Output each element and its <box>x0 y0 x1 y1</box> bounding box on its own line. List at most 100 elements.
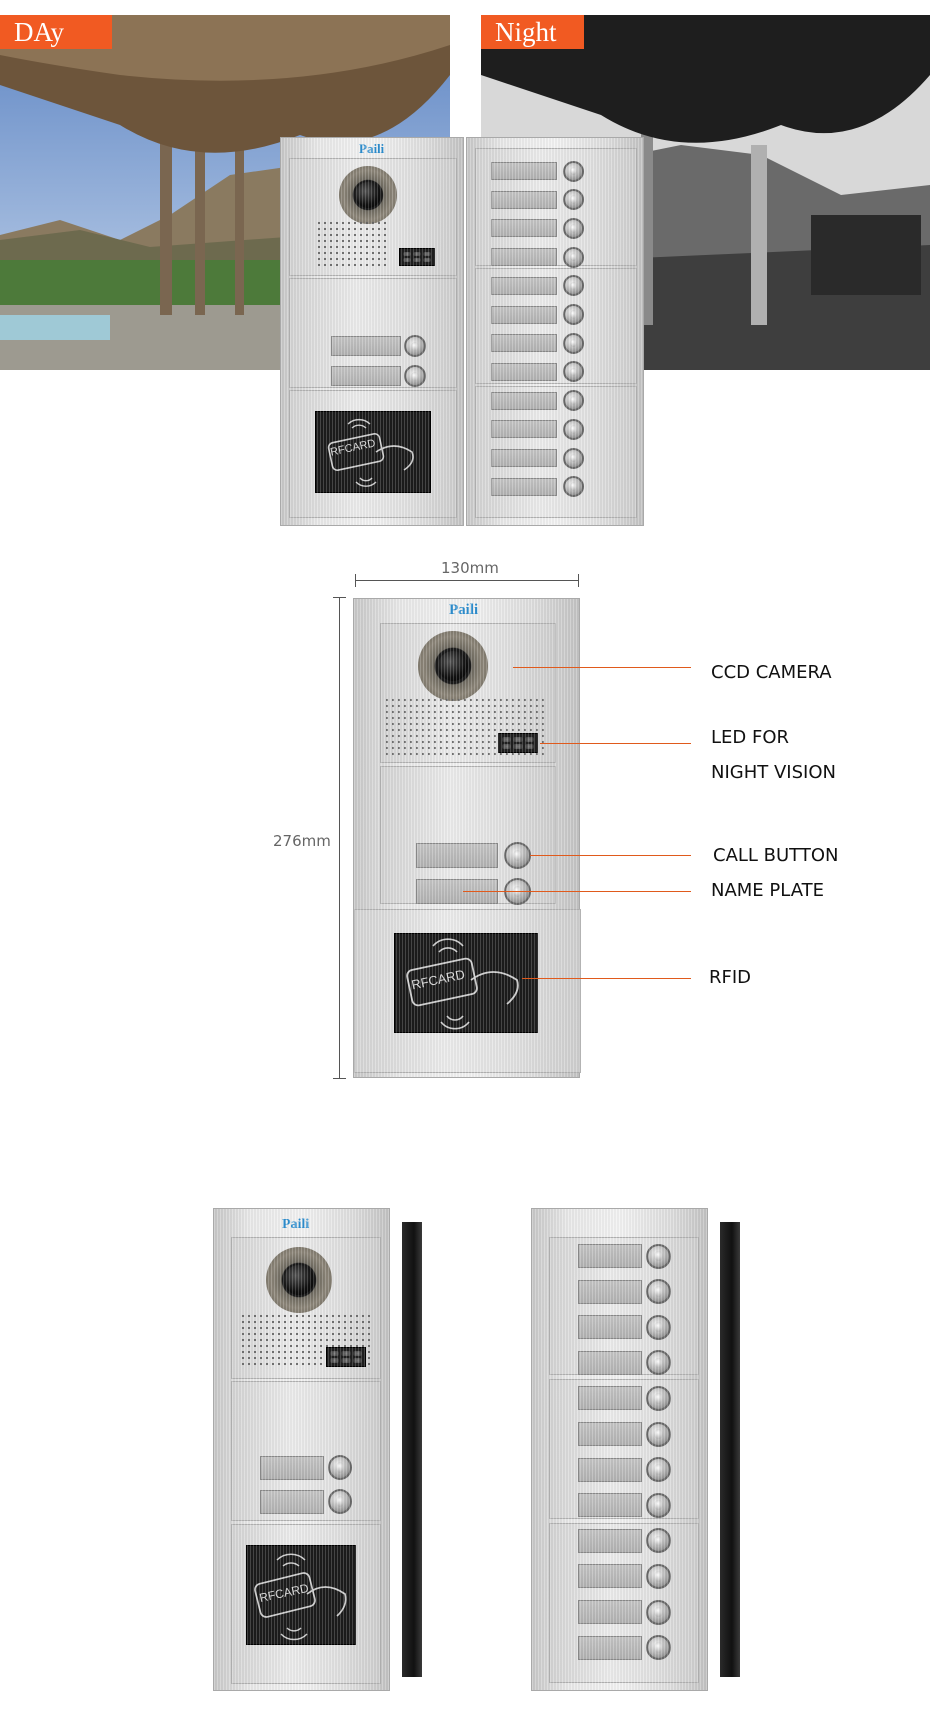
call-button[interactable] <box>646 1457 671 1483</box>
call-button[interactable] <box>646 1528 671 1554</box>
name-plate <box>491 362 557 381</box>
name-plate <box>578 1528 642 1553</box>
camera-leader-line <box>513 667 691 668</box>
dimension-tick <box>355 574 356 587</box>
name-plate <box>578 1457 642 1482</box>
camera-lens-icon <box>339 166 397 224</box>
call-button[interactable] <box>504 842 531 869</box>
dimension-tick <box>333 597 346 598</box>
name-plate <box>578 1315 642 1340</box>
rfid-reader: RFCARD <box>315 411 431 493</box>
name-plate <box>260 1490 324 1514</box>
name-plate <box>491 420 557 439</box>
call-button[interactable] <box>646 1350 671 1376</box>
call-button[interactable] <box>563 275 584 297</box>
name-plate <box>491 219 557 238</box>
led-array <box>326 1347 366 1367</box>
name-plate-leader-line <box>463 891 691 892</box>
call-button[interactable] <box>328 1489 352 1514</box>
call-button[interactable] <box>404 335 426 357</box>
call-button-leader-line <box>530 855 691 856</box>
name-plate <box>331 336 401 356</box>
name-plate <box>578 1350 642 1375</box>
call-button[interactable] <box>563 160 584 182</box>
card-hand-icon <box>254 1553 347 1641</box>
right-unit-side <box>720 1222 740 1677</box>
call-button[interactable] <box>646 1563 671 1589</box>
call-button[interactable] <box>563 189 584 211</box>
name-plate <box>578 1279 642 1304</box>
intercom-angled-button-unit <box>531 1208 708 1691</box>
rfid-callout: RFID <box>709 967 752 988</box>
camera-callout: CCD CAMERA <box>711 662 832 683</box>
night-label: Night <box>481 15 584 49</box>
call-button[interactable] <box>563 418 584 440</box>
call-button[interactable] <box>563 217 584 239</box>
name-plate <box>491 190 557 209</box>
call-button[interactable] <box>646 1421 671 1447</box>
rfid-reader: RFCARD <box>246 1545 356 1645</box>
dimension-tick <box>333 1078 346 1079</box>
led-leader-line <box>540 743 691 744</box>
name-plate <box>578 1386 642 1411</box>
call-button[interactable] <box>404 365 426 387</box>
led-array <box>399 248 435 266</box>
intercom-angled-camera-unit: Paili RFCARD <box>213 1208 390 1691</box>
height-dimension-line <box>339 597 340 1079</box>
led-callout-line1: LED FOR <box>711 727 790 748</box>
name-plate <box>578 1244 642 1268</box>
name-plate <box>491 449 557 467</box>
name-plate <box>331 366 401 386</box>
call-button[interactable] <box>563 246 584 268</box>
call-button-callout: CALL BUTTON <box>713 845 839 866</box>
height-dimension: 276mm <box>273 832 331 850</box>
rfid-leader-line <box>522 978 691 979</box>
call-button[interactable] <box>646 1314 671 1340</box>
camera-lens-icon <box>266 1247 332 1313</box>
name-plate <box>578 1422 642 1446</box>
call-button[interactable] <box>328 1455 352 1480</box>
led-array <box>498 733 538 753</box>
left-unit-side <box>402 1222 422 1677</box>
brand-logo: Paili <box>449 602 479 618</box>
call-button[interactable] <box>563 361 584 383</box>
name-plate <box>491 477 557 496</box>
name-plate <box>578 1635 642 1660</box>
card-hand-icon <box>327 418 414 487</box>
name-plate <box>578 1493 642 1518</box>
rfid-reader: RFCARD <box>394 933 538 1033</box>
name-plate <box>491 162 557 180</box>
name-plate <box>260 1456 324 1480</box>
call-button[interactable] <box>563 304 584 325</box>
call-button[interactable] <box>646 1492 671 1518</box>
call-button[interactable] <box>646 1635 671 1661</box>
name-plate <box>491 276 557 295</box>
camera-lens-icon <box>418 631 488 701</box>
call-button[interactable] <box>563 332 584 354</box>
name-plate <box>491 334 557 353</box>
dimension-tick <box>578 574 579 587</box>
width-dimension-line <box>355 580 579 581</box>
day-label: DAy <box>0 15 112 49</box>
camera-module: Paili RFCARD <box>280 137 464 526</box>
brand-logo: Paili <box>282 1217 310 1232</box>
call-button[interactable] <box>646 1385 671 1411</box>
call-button[interactable] <box>646 1243 671 1269</box>
width-dimension: 130mm <box>441 559 499 577</box>
card-hand-icon <box>406 938 519 1030</box>
intercom-diagram-panel: Paili RFCARD <box>353 598 581 1078</box>
name-plate <box>491 391 557 410</box>
name-plate <box>578 1564 642 1589</box>
call-button[interactable] <box>563 447 584 469</box>
name-plate <box>416 843 498 868</box>
call-button[interactable] <box>563 476 584 498</box>
name-plate <box>578 1600 642 1624</box>
call-button[interactable] <box>646 1279 671 1305</box>
led-callout-line2: NIGHT VISION <box>711 762 836 783</box>
call-button[interactable] <box>646 1599 671 1625</box>
brand-logo: Paili <box>359 141 385 156</box>
button-module <box>466 137 644 526</box>
call-button[interactable] <box>563 390 584 412</box>
intercom-front-view: Paili RFCARD <box>280 137 644 526</box>
name-plate <box>491 248 557 267</box>
